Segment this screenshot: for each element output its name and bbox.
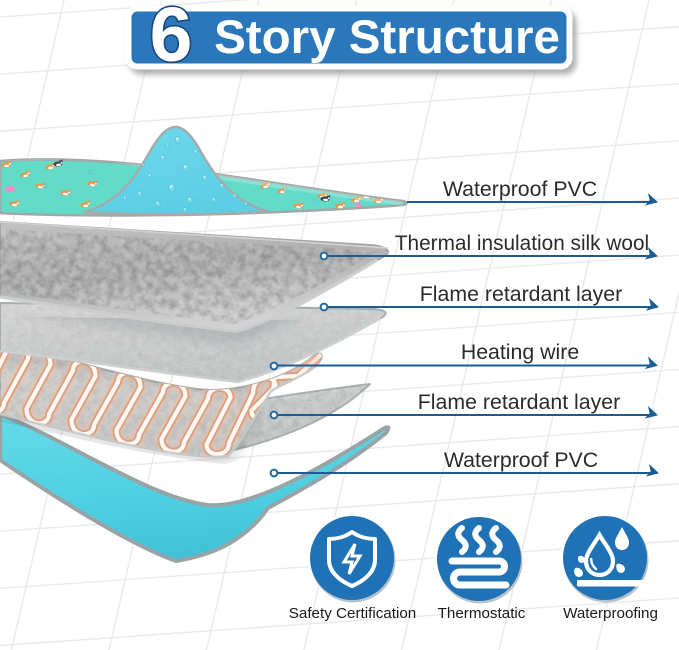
svg-text:Thermostatic: Thermostatic [438,605,526,622]
svg-text:Waterproof PVC: Waterproof PVC [443,177,597,201]
svg-text:Waterproof PVC: Waterproof PVC [444,448,598,472]
svg-text:Story Structure: Story Structure [214,11,560,64]
svg-text:Waterproofing: Waterproofing [563,605,658,622]
svg-text:Flame retardant layer: Flame retardant layer [420,282,622,306]
svg-text:6: 6 [150,0,193,78]
svg-text:Thermal insulation silk wool: Thermal insulation silk wool [395,232,649,255]
svg-text:Heating wire: Heating wire [461,340,579,364]
svg-text:Safety Certification: Safety Certification [289,605,416,622]
svg-text:Flame retardant layer: Flame retardant layer [418,390,620,414]
